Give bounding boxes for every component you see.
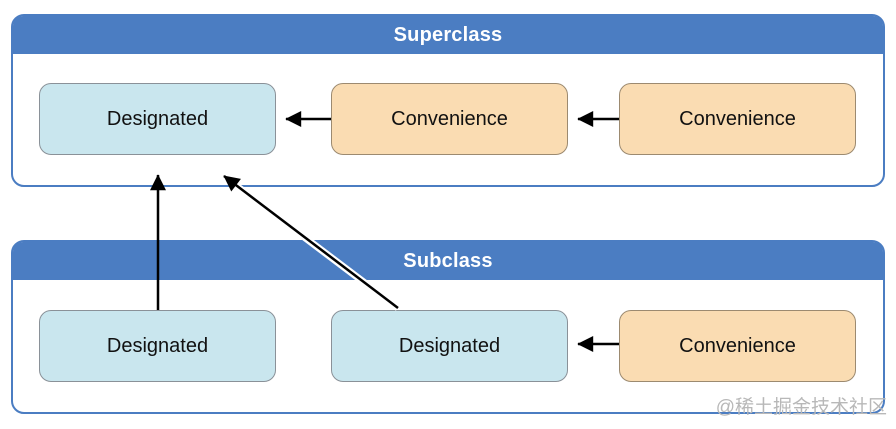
superclass-designated-box: Designated: [39, 83, 276, 155]
box-label: Designated: [106, 107, 209, 130]
subclass-container: Subclass Designated Designated Convenien…: [11, 240, 885, 414]
subclass-convenience-box: Convenience: [619, 310, 856, 382]
superclass-container: Superclass Designated Convenience Conven…: [11, 14, 885, 187]
subclass-designated-box-1: Designated: [39, 310, 276, 382]
box-label: Convenience: [679, 334, 796, 357]
subclass-designated-box-2: Designated: [331, 310, 568, 382]
box-label: Designated: [398, 334, 501, 357]
superclass-header: Superclass: [13, 16, 883, 54]
box-label: Convenience: [391, 107, 508, 130]
box-label: Designated: [106, 334, 209, 357]
box-label: Convenience: [679, 107, 796, 130]
superclass-title: Superclass: [393, 23, 503, 46]
superclass-convenience-box-2: Convenience: [619, 83, 856, 155]
watermark: @稀土掘金技术社区: [715, 397, 887, 418]
superclass-convenience-box-1: Convenience: [331, 83, 568, 155]
subclass-header: Subclass: [13, 242, 883, 280]
subclass-title: Subclass: [403, 249, 493, 272]
